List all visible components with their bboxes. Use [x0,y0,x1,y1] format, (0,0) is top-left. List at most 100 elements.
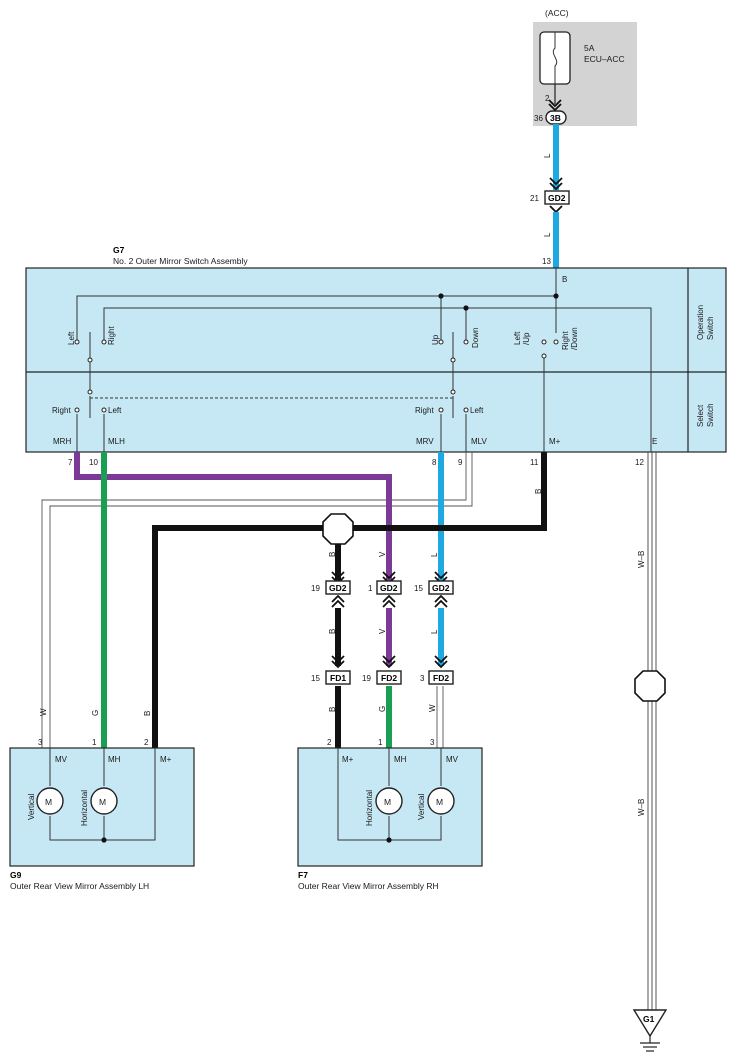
wire-w-lh [41,452,473,748]
op-left-label: Left [67,331,76,345]
wire-label-wb1: W–B [637,551,646,568]
op-up-label: Up [431,334,440,345]
op-right-label: Right [107,326,116,345]
term-mplus: M+ [549,437,561,446]
connector-chevron-icon [549,177,563,191]
connector-gd2-top-pin: 21 [530,194,539,203]
connector-gd2-top [544,190,570,205]
lh-motor1-m: M [45,797,52,807]
low-connector-2-pin: 3 [420,674,425,683]
fuse-pin-out: 36 [534,114,543,123]
splice-point-top [322,513,354,545]
wire-label-wb2: W–B [637,799,646,816]
rh-motor1-label: Horizontal [365,790,374,826]
mirror-rh-code: F7 [298,870,308,880]
ground-symbol-icon [632,1009,668,1038]
switch-assembly-code: G7 [113,245,125,255]
lh-motor-horizontal-icon [90,787,118,815]
low-connector-1-label: FD2 [381,673,397,683]
pin-mlh: 10 [89,458,98,467]
op-rightdown-label-1: Right [561,331,570,350]
select-switch-label-1: Select [696,404,705,427]
mid-connector-1-label: GD2 [380,583,398,593]
fuse-supply: (ACC) [545,8,569,18]
rh-motor2-label: Vertical [417,794,426,820]
sel-left1-label: Left [108,406,122,415]
op-leftup-label-2: /Up [522,332,531,345]
fuse-icon [552,32,558,84]
rh-pin-mh: 1 [378,738,383,747]
mid-connector-row [325,571,454,608]
mirror-lh-code: G9 [10,870,22,880]
term-mlv: MLV [471,437,488,446]
mirror-rh-name: Outer Rear View Mirror Assembly RH [298,881,439,891]
mid-connector-0-label: GD2 [329,583,347,593]
pin-mrh: 7 [68,458,73,467]
wire-label-b3: B [328,629,337,634]
rh-motor-horizontal-icon [375,787,403,815]
wire-label-l3: L [430,552,439,557]
connector-fd1 [325,670,351,685]
pin-mlv: 9 [458,458,463,467]
lh-term-mh: MH [108,755,121,764]
lh-term-mplus: M+ [160,755,172,764]
wire-label-b1: B [534,489,543,494]
pin-e: 12 [635,458,644,467]
fuse-name: ECU–ACC [584,54,625,64]
op-rightdown-label-2: /Down [570,327,579,350]
wire-label-b5: B [143,711,152,716]
wire-label-b4: B [328,707,337,712]
splice-point-ground [634,670,666,702]
wire-label-w1: W [39,708,48,716]
rh-term-mv: MV [446,755,459,764]
wire-b-lh [152,452,547,748]
pin-mrv: 8 [432,458,437,467]
mid-connector-2-label: GD2 [432,583,450,593]
lh-motor2-label: Horizontal [80,790,89,826]
rh-motor1-m: M [384,797,391,807]
rh-term-mh: MH [394,755,407,764]
mid-connector-2-pin: 15 [414,584,423,593]
pin-mplus: 11 [530,458,539,467]
rh-motor-vertical-icon [427,787,455,815]
op-leftup-label-1: Left [513,331,522,345]
mid-connector-1-pin: 1 [368,584,373,593]
rh-pin-mv: 3 [430,738,435,747]
wire-wb-ground [647,452,657,1010]
sel-right1-label: Right [52,406,71,415]
rh-term-mplus: M+ [342,755,354,764]
connector-fd2-g [376,670,402,685]
connector-gd2-l [428,580,454,595]
wire-label-v2: V [378,628,387,634]
lh-term-mv: MV [55,755,68,764]
wire-label-v1: V [378,551,387,557]
switch-assembly-box [25,267,727,453]
connector-chevron-icon [548,99,562,112]
lh-motor2-m: M [99,797,106,807]
low-connector-2-label: FD2 [433,673,449,683]
op-down-label: Down [471,328,480,348]
wire-label-w2: W [428,704,437,712]
connector-gd2-b [325,580,351,595]
low-connector-1-pin: 19 [362,674,371,683]
low-connector-0-pin: 15 [311,674,320,683]
operation-switch-label-1: Operation [696,305,705,340]
ground-code: G1 [643,1014,655,1024]
switch-assembly-name: No. 2 Outer Mirror Switch Assembly [113,256,248,266]
connector-fd2-w [428,670,454,685]
connector-3b-label: 3B [550,113,561,123]
rh-motor2-m: M [436,797,443,807]
term-mlh: MLH [108,437,125,446]
mid-connector-0-pin: 19 [311,584,320,593]
lh-pin-mv: 3 [38,738,43,747]
wire-label-l1: L [543,153,552,158]
junction-dots [438,293,559,311]
lh-pin-mh: 1 [92,738,97,747]
wire-label-g1: G [91,710,100,716]
mirror-lh-name: Outer Rear View Mirror Assembly LH [10,881,149,891]
switch-b-pin: 13 [542,257,551,266]
fuse-pin-in: 2 [545,94,550,103]
lh-pin-mplus: 2 [144,738,149,747]
wire-w-rh [436,686,444,748]
